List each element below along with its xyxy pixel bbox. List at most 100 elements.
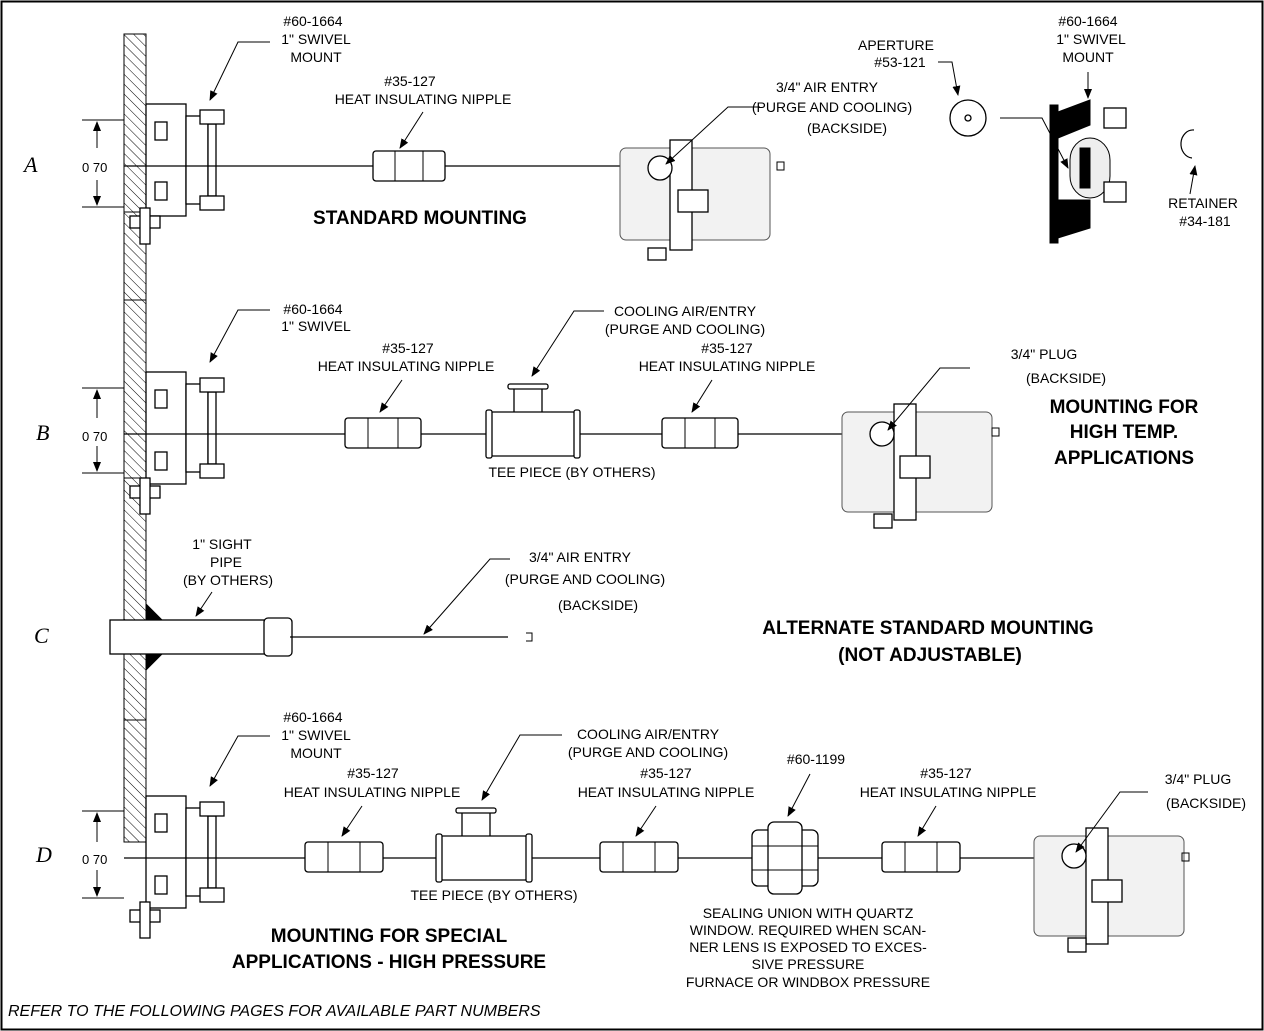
row-d-plug-line1: 3/4" PLUG	[1165, 771, 1231, 787]
row-a-nipple-name: HEAT INSULATING NIPPLE	[335, 91, 512, 107]
nipple-d1	[304, 841, 384, 873]
row-d-nipple1-part: #35-127	[347, 765, 399, 781]
swivel-mount-a	[129, 103, 225, 245]
swivel-mount-d	[129, 795, 225, 939]
row-d-seal-line1: SEALING UNION WITH QUARTZ	[703, 905, 914, 921]
row-b-title-line2: HIGH TEMP.	[1070, 422, 1178, 443]
leader-aperture-section	[1000, 117, 1069, 169]
row-d-assembly: D 0 70	[35, 709, 1246, 990]
scanner-b	[841, 403, 1000, 529]
row-b-nipple2-part: #35-127	[701, 340, 753, 356]
row-b-tee-label: TEE PIECE (BY OTHERS)	[489, 464, 656, 480]
row-a-air-line3: (BACKSIDE)	[807, 120, 887, 136]
nipple-a	[372, 150, 446, 182]
row-a-aperture-part: #53-121	[874, 54, 926, 70]
row-b-nipple1-part: #35-127	[382, 340, 434, 356]
leader-nipple-b1	[379, 379, 403, 413]
row-a-air-line1: 3/4" AIR ENTRY	[776, 79, 879, 95]
row-d-plug-line2: (BACKSIDE)	[1166, 795, 1246, 811]
row-c-title-line2: (NOT ADJUSTABLE)	[838, 645, 1022, 666]
row-d-nipple1-name: HEAT INSULATING NIPPLE	[284, 784, 461, 800]
row-c-sight-line1: 1" SIGHT	[192, 536, 252, 552]
row-a-air-line2: (PURGE AND COOLING)	[752, 99, 912, 115]
row-d-title-line2: APPLICATIONS - HIGH PRESSURE	[232, 952, 546, 973]
nipple-d2	[599, 841, 679, 873]
row-b-swivel-line1: 1" SWIVEL	[281, 318, 351, 334]
footer-note: REFER TO THE FOLLOWING PAGES FOR AVAILAB…	[8, 1003, 541, 1020]
row-a-nipple-part: #35-127	[384, 73, 436, 89]
leader-swivel-b	[209, 309, 270, 363]
scanner-d	[1033, 827, 1190, 953]
row-c-title-line1: ALTERNATE STANDARD MOUNTING	[762, 618, 1093, 639]
row-a-aperture-name: APERTURE	[858, 37, 934, 53]
row-c-letter: C	[34, 623, 49, 648]
row-c-sight-line3: (BY OTHERS)	[183, 572, 273, 588]
row-d-nipple3-part: #35-127	[920, 765, 972, 781]
row-b-title-line3: APPLICATIONS	[1054, 448, 1194, 469]
row-d-swivel-part: #60-1664	[283, 709, 342, 725]
leader-plug-d	[1075, 791, 1148, 853]
leader-swivel-a	[209, 41, 270, 101]
tee-piece-b	[485, 383, 581, 459]
row-b-assembly: B 0 70	[36, 301, 1199, 529]
sealing-union	[751, 821, 819, 895]
leader-aperture	[938, 61, 961, 96]
leader-plug-b	[887, 367, 970, 431]
row-a-swivel-line2: MOUNT	[290, 49, 342, 65]
leader-nipple-d1	[341, 805, 363, 837]
dimension-d: 0 70	[82, 810, 124, 899]
dimension-a-label: 0 70	[82, 160, 107, 175]
row-b-plug-line1: 3/4" PLUG	[1011, 346, 1077, 362]
dimension-a: 0 70	[82, 119, 124, 208]
row-d-seal-line3: NER LENS IS EXPOSED TO EXCES-	[689, 939, 927, 955]
leader-cooling-b	[531, 310, 604, 377]
row-a-assembly: A 0 70	[22, 13, 1238, 261]
row-d-seal-line5: FURNACE OR WINDBOX PRESSURE	[686, 974, 930, 990]
row-d-cooling-line2: (PURGE AND COOLING)	[568, 744, 728, 760]
row-d-nipple2-name: HEAT INSULATING NIPPLE	[578, 784, 755, 800]
sight-pipe	[109, 602, 293, 672]
row-a-swivel2-line1: 1" SWIVEL	[1056, 31, 1126, 47]
row-d-cooling-line1: COOLING AIR/ENTRY	[577, 726, 720, 742]
row-a-retainer-name: RETAINER	[1168, 195, 1238, 211]
nipple-d3	[881, 841, 961, 873]
row-c-air-line3: (BACKSIDE)	[558, 597, 638, 613]
leader-sight-pipe	[195, 591, 213, 617]
leader-cooling-d	[481, 734, 562, 801]
row-c-end-bracket	[526, 632, 533, 642]
scanner-a	[619, 139, 785, 261]
row-a-retainer-part: #34-181	[1179, 213, 1231, 229]
leader-swivel-d	[209, 735, 270, 787]
row-a-swivel-part: #60-1664	[283, 13, 342, 29]
row-d-nipple3-name: HEAT INSULATING NIPPLE	[860, 784, 1037, 800]
leader-nipple-b2	[691, 379, 713, 413]
retainer-clip	[1180, 129, 1195, 159]
row-c-assembly: C 1" SIGHT PIPE (BY OTHERS) 3/4" AIR ENT…	[34, 536, 1094, 672]
row-d-letter: D	[35, 842, 52, 867]
nipple-b1	[344, 417, 422, 449]
leader-nipple-a	[399, 111, 424, 149]
leader-nipple-d3	[917, 805, 937, 837]
row-d-seal-line2: WINDOW. REQUIRED WHEN SCAN-	[690, 922, 927, 938]
row-d-tee-label: TEE PIECE (BY OTHERS)	[411, 887, 578, 903]
swivel-section-a	[1049, 99, 1127, 244]
row-d-title-line1: MOUNTING FOR SPECIAL	[271, 926, 508, 947]
leader-air-c	[423, 558, 510, 635]
furnace-wall	[123, 33, 147, 843]
row-b-swivel-part: #60-1664	[283, 301, 342, 317]
row-a-swivel-line1: 1" SWIVEL	[281, 31, 351, 47]
row-b-cooling-line1: COOLING AIR/ENTRY	[614, 303, 757, 319]
row-a-title: STANDARD MOUNTING	[313, 208, 527, 229]
leader-nipple-d2	[635, 805, 657, 837]
row-d-union-part: #60-1199	[787, 751, 845, 767]
row-d-nipple2-part: #35-127	[640, 765, 692, 781]
row-a-swivel2-line2: MOUNT	[1062, 49, 1114, 65]
dimension-d-label: 0 70	[82, 852, 107, 867]
row-b-letter: B	[36, 420, 49, 445]
dimension-b-label: 0 70	[82, 429, 107, 444]
row-b-nipple2-name: HEAT INSULATING NIPPLE	[639, 358, 816, 374]
nipple-b2	[661, 417, 739, 449]
row-b-plug-line2: (BACKSIDE)	[1026, 370, 1106, 386]
